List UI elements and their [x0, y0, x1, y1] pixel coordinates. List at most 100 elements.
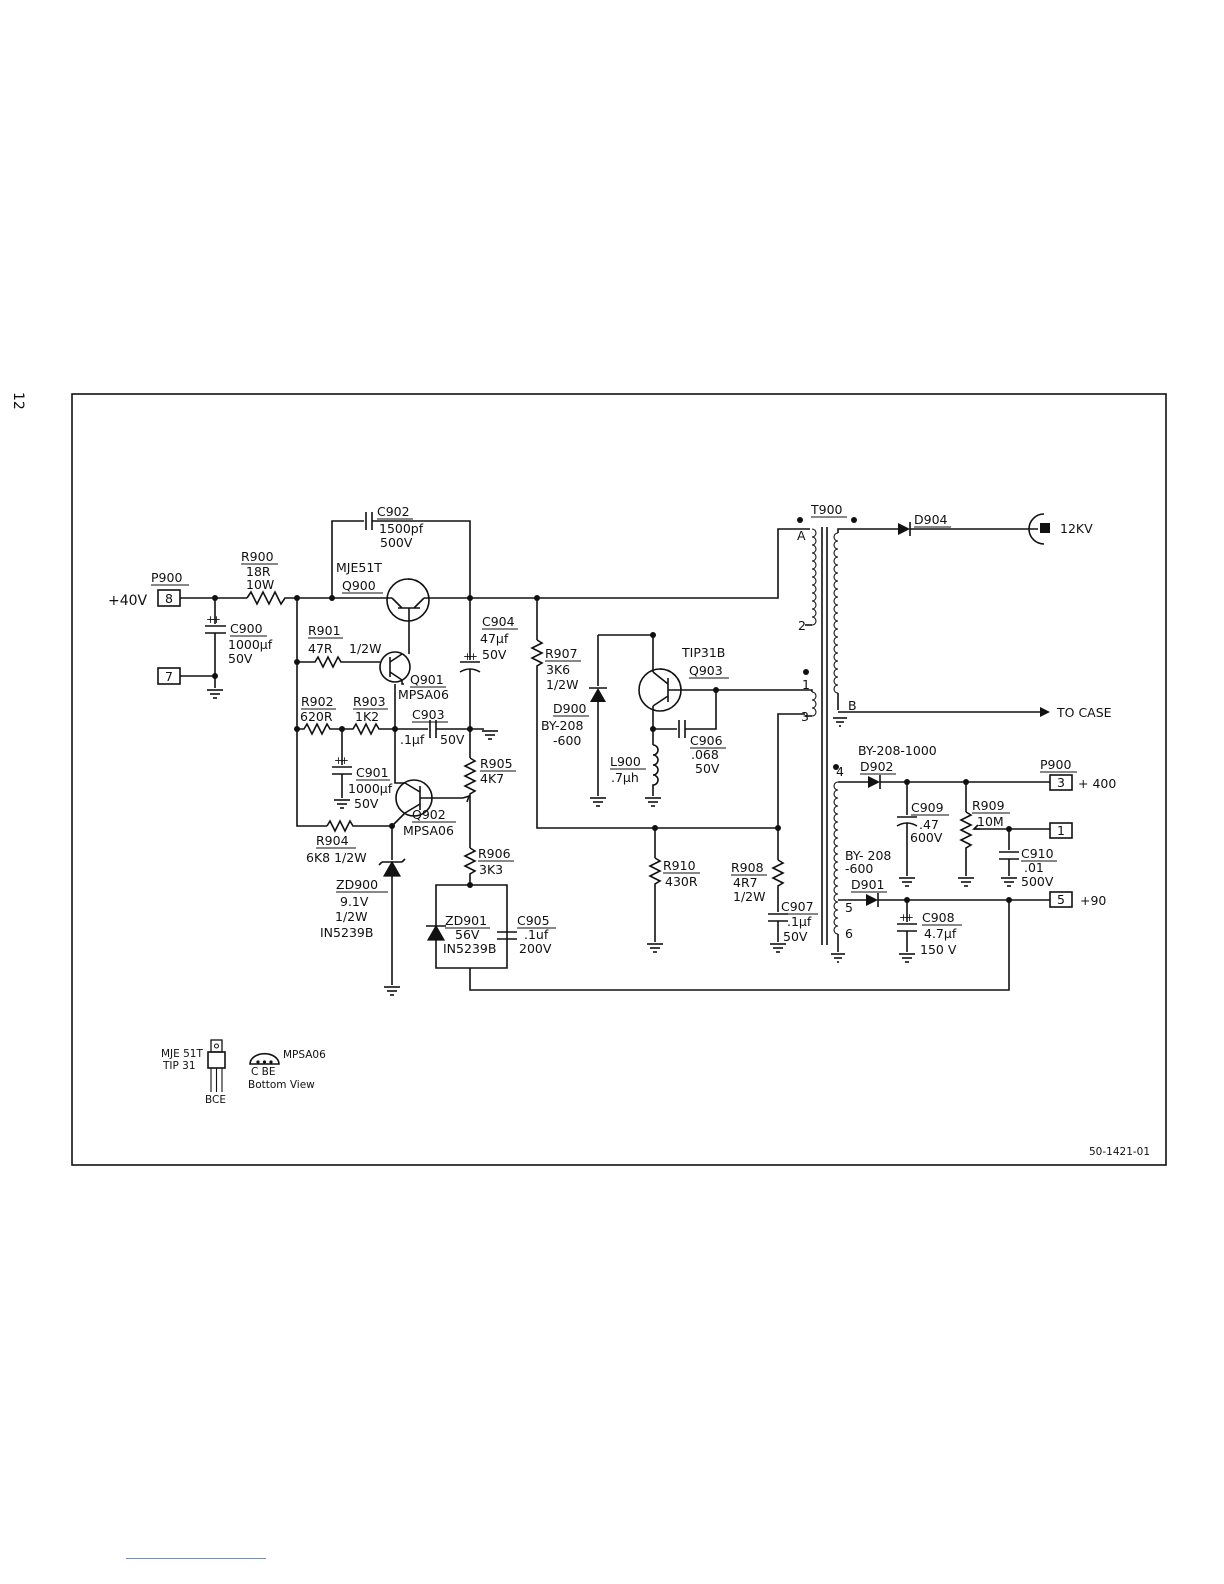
c908-value: 4.7µf: [924, 926, 957, 941]
q900-ref: Q900: [342, 578, 376, 593]
c907-rating: 50V: [783, 929, 808, 944]
r901-ref: R901: [308, 623, 341, 638]
c900-ref: C900: [230, 621, 263, 636]
d901-ref: D901: [851, 877, 884, 892]
legend-to92-view: Bottom View: [248, 1079, 315, 1091]
legend-to220-line1: MJE 51T: [161, 1048, 203, 1060]
ground-icon: [833, 717, 847, 727]
r903-ref: R903: [353, 694, 386, 709]
pin-7-label: 7: [165, 669, 173, 684]
zd901-value: 56V: [455, 927, 480, 942]
ground-icon: [590, 797, 606, 807]
pin-3-label: 3: [1057, 775, 1065, 790]
c901-rating: 50V: [354, 796, 379, 811]
r909-ref: R909: [972, 798, 1005, 813]
r905-ref: R905: [480, 756, 513, 771]
c906-rating: 50V: [695, 761, 720, 776]
ground-icon: [958, 877, 974, 887]
ground-icon: [482, 730, 498, 740]
t900-tap-1: 1: [802, 677, 810, 692]
legend-to220-line2: TIP 31: [162, 1060, 196, 1072]
t900-ref: T900: [810, 502, 843, 517]
to-case-label: TO CASE: [1056, 705, 1112, 720]
zd900-zener-diode: [378, 858, 406, 877]
c905-rating: 200V: [519, 941, 552, 956]
p900-input-ref: P900: [151, 570, 182, 585]
legend-to220-pins: BCE: [205, 1094, 226, 1106]
l900-value: .7µh: [611, 770, 639, 785]
q901-transistor: [379, 651, 411, 683]
d901-diode: [866, 893, 879, 907]
c903-ref: C903: [412, 707, 445, 722]
r910-ref: R910: [663, 858, 696, 873]
d900-type: BY-208: [541, 718, 583, 733]
t900-tap-a: A: [797, 528, 806, 543]
r902-ref: R902: [301, 694, 334, 709]
d902-ref: D902: [860, 759, 893, 774]
r900-rating: 10W: [246, 577, 274, 592]
q901-type: MPSA06: [398, 687, 449, 702]
r900-value: 18R: [246, 564, 271, 579]
r900-ref: R900: [241, 549, 274, 564]
connector-pin-3: [1049, 774, 1073, 791]
c906-ref: C906: [690, 733, 723, 748]
r902-value: 620R: [300, 709, 333, 724]
r910-value: 430R: [665, 874, 698, 889]
c905-capacitor: [497, 931, 517, 940]
t900-tap-5: 5: [845, 900, 853, 915]
svg-text:+: +: [206, 614, 215, 626]
c902-value: 1500pf: [379, 521, 424, 536]
r906-ref: R906: [478, 846, 511, 861]
ground-icon: [899, 953, 915, 963]
q900-type: MJE51T: [336, 560, 382, 575]
q902-ref: Q902: [412, 807, 446, 822]
svg-text:+: +: [469, 651, 478, 663]
d901-type2: -600: [845, 861, 873, 876]
c904-ref: C904: [482, 614, 515, 629]
c902-rating: 500V: [380, 535, 413, 550]
c909-rating: 600V: [910, 830, 943, 845]
r908-ref: R908: [731, 860, 764, 875]
c901-ref: C901: [356, 765, 389, 780]
d902-diode: [868, 775, 881, 789]
svg-text:+: +: [212, 614, 221, 626]
legend-to92-pins: C BE: [251, 1066, 276, 1078]
c901-value: 1000µf: [348, 781, 393, 796]
c904-rating: 50V: [482, 647, 507, 662]
pin-8-label: 8: [165, 591, 173, 606]
c905-value: .1uf: [524, 927, 549, 942]
drawing-number: 50-1421-01: [1089, 1146, 1150, 1158]
zd900-rating: 1/2W: [335, 909, 367, 924]
r901-value: 47R: [308, 641, 333, 656]
v400-output-label: + 400: [1078, 776, 1116, 791]
c910-value: .01: [1024, 860, 1044, 875]
r901-rating: 1/2W: [349, 641, 381, 656]
c902-ref: C902: [377, 504, 410, 519]
q903-type: TIP31B: [681, 645, 725, 660]
supply-label: +40V: [108, 593, 148, 609]
t900-tap-2: 2: [798, 618, 806, 633]
r903-resistor: [342, 722, 395, 736]
ground-icon: [1001, 877, 1017, 887]
c908-rating: 150 V: [920, 942, 957, 957]
schematic-border: [71, 393, 1167, 1166]
c907-ref: C907: [781, 899, 814, 914]
legend-to92-name: MPSA06: [283, 1049, 326, 1061]
c910-rating: 500V: [1021, 874, 1054, 889]
c900-rating: 50V: [228, 651, 253, 666]
c907-capacitor: [768, 913, 788, 922]
hv-output-label: 12KV: [1060, 521, 1093, 536]
zd900-type: IN5239B: [320, 925, 373, 940]
t900-tap-6: 6: [845, 926, 853, 941]
c906-value: .068: [691, 747, 719, 762]
q902-type: MPSA06: [403, 823, 454, 838]
svg-text:+: +: [905, 912, 914, 924]
svg-text:+: +: [899, 912, 908, 924]
r906-value: 3K3: [479, 862, 503, 877]
to92-package-icon: [249, 1052, 280, 1065]
l900-inductor: [652, 744, 659, 796]
c905-ref: C905: [517, 913, 550, 928]
ground-icon: [770, 943, 786, 953]
d900-diode: [589, 687, 607, 702]
to220-package-icon: [207, 1039, 226, 1092]
